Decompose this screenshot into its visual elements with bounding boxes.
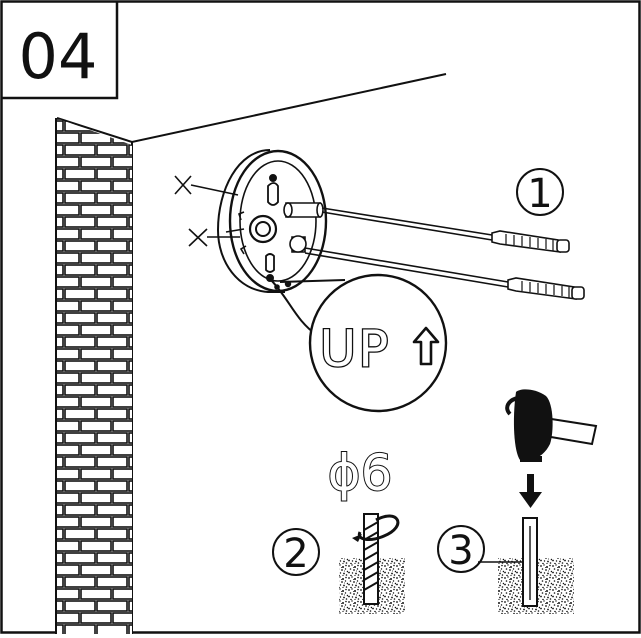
drill-bit-icon xyxy=(339,513,405,614)
step1-callout: 1 xyxy=(516,168,564,217)
brick-wall-icon xyxy=(55,118,132,634)
up-arrow-icon xyxy=(412,326,440,366)
mounting-box-icon xyxy=(216,149,328,293)
step3-callout: 3 xyxy=(437,525,485,574)
step1-label: 1 xyxy=(527,171,552,217)
down-arrow-icon xyxy=(519,474,542,508)
screw-icon-lower xyxy=(289,235,585,300)
step2-callout: 2 xyxy=(272,528,320,577)
step-number: 04 xyxy=(19,20,98,93)
wall-anchor-icon xyxy=(478,517,574,614)
step-number-box: 04 xyxy=(1,1,119,100)
drill-diameter-label: ϕ6 xyxy=(328,444,393,502)
step2-label: 2 xyxy=(283,531,308,577)
hammer-icon xyxy=(505,389,598,462)
up-magnifier: UP xyxy=(270,273,448,413)
step3-label: 3 xyxy=(448,528,473,574)
up-label: UP xyxy=(320,320,391,378)
hole-marks xyxy=(174,175,240,247)
screw-icon-upper xyxy=(283,202,570,253)
